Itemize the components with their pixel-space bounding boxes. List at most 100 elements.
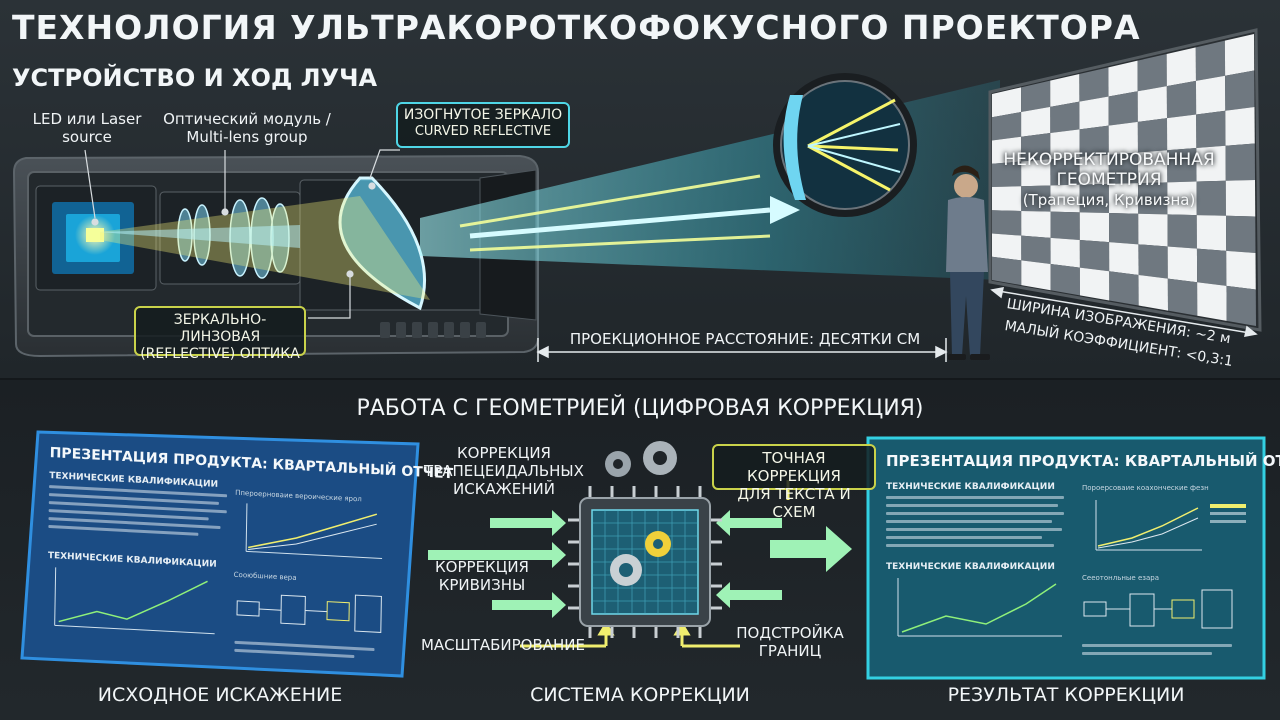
checker-cell: [1050, 129, 1080, 160]
checker-cell: [1050, 211, 1080, 240]
section-divider: [0, 378, 1280, 380]
checker-cell: [1079, 267, 1110, 301]
right-line-chart: [1095, 500, 1246, 551]
checker-cell: [1079, 154, 1109, 185]
checker-cell: [1138, 244, 1168, 279]
checker-cell: [1021, 106, 1051, 137]
caption-after: РЕЗУЛЬТАТ КОРРЕКЦИИ: [947, 684, 1185, 706]
checker-cell: [1226, 250, 1256, 290]
checker-cell: [1108, 60, 1138, 97]
checker-cell: [1108, 91, 1138, 126]
checker-cell: [1079, 96, 1109, 130]
right-diagram-caption: Сееотонльные езара: [1082, 574, 1160, 582]
checker-cell: [992, 112, 1022, 141]
checker-cell: [1138, 274, 1168, 311]
checker-cell: [1197, 282, 1227, 321]
checker-cell: [1226, 285, 1256, 326]
checker-cell: [1079, 212, 1110, 243]
projector-diagram: [12, 28, 1262, 362]
checker-cell: [992, 186, 1022, 211]
gear-icon-yellow: [645, 531, 671, 557]
distorted-slide-content: ПРЕЗЕНТАЦИЯ ПРОДУКТА: КВАРТАЛЬНЫЙ ОТЧЕТ …: [28, 426, 453, 686]
checker-cell: [1079, 67, 1109, 102]
distance-label: ПРОЕКЦИОННОЕ РАССТОЯНИЕ: ДЕСЯТКИ СМ: [569, 330, 921, 348]
left-block-diagram: [236, 594, 382, 633]
checker-cell: [1225, 180, 1256, 217]
checker-cell: [1021, 80, 1051, 113]
caption-before: ИСХОДНОЕ ИСКАЖЕНИЕ: [97, 684, 343, 706]
checker-cell: [1225, 70, 1255, 111]
checker-cell: [1167, 278, 1198, 316]
mirror-label: ИЗОГНУТОЕ ЗЕРКАЛО CURVED REFLECTIVE: [396, 102, 570, 148]
gear-icon: [610, 554, 642, 586]
checker-cell: [1225, 107, 1255, 146]
checker-cell: [992, 210, 1022, 236]
checker-cell: [1108, 152, 1139, 184]
checker-cell: [992, 256, 1022, 286]
checker-cell: [1196, 110, 1226, 148]
person-figure: [946, 165, 990, 360]
keystone-label: КОРРЕКЦИЯ ТРАПЕЦЕИДАЛЬНЫХ ИСКАЖЕНИЙ: [424, 444, 584, 498]
checker-cell: [1166, 80, 1197, 119]
checker-cell: [1021, 260, 1051, 291]
projection-screen: [988, 28, 1262, 332]
checker-cell: [1225, 143, 1255, 181]
checker-cell: [1167, 148, 1197, 183]
checker-cell: [992, 161, 1022, 187]
checker-cell: [1079, 183, 1109, 214]
checker-cell: [1108, 121, 1138, 155]
checker-cell: [1137, 150, 1168, 184]
input-arrows: [428, 510, 852, 618]
checker-cell: [1138, 182, 1168, 215]
checker-cell: [1137, 118, 1168, 153]
correction-section-title: РАБОТА С ГЕОМЕТРИЕЙ (ЦИФРОВАЯ КОРРЕКЦИЯ): [356, 396, 924, 421]
uncorrected-geometry-label: НЕКОРРЕКТИРОВАННАЯ ГЕОМЕТРИЯ (Трапеция, …: [1003, 150, 1215, 209]
checker-cell: [1050, 184, 1080, 213]
checker-cell: [1079, 240, 1110, 272]
checker-cell: [1021, 133, 1051, 162]
source-label: LED или Laser source: [32, 110, 142, 146]
right-mini-chart: [897, 578, 1062, 637]
checker-cell: [1050, 74, 1080, 107]
gears-top-icon: [605, 441, 677, 477]
left-diagram-caption: Сооюбшние вера: [233, 570, 297, 583]
checker-cell: [1196, 248, 1227, 286]
processor-chip: [568, 486, 722, 638]
checker-cell: [1137, 86, 1167, 122]
checker-cell: [1050, 237, 1080, 268]
checker-cell: [1138, 213, 1168, 247]
right-slide-title: ПРЕЗЕНТАЦИЯ ПРОДУКТА: КВАРТАЛЬНЫЙ ОТЧЕТ: [886, 452, 1280, 470]
left-mini-chart: [54, 567, 215, 635]
page-subtitle: УСТРОЙСТВО И ХОД ЛУЧА: [12, 64, 378, 92]
checker-cell: [1108, 183, 1139, 214]
checker-cell: [992, 233, 1022, 261]
checker-cell: [1021, 210, 1051, 238]
corrected-slide-content: ПРЕЗЕНТАЦИЯ ПРОДУКТА: КВАРТАЛЬНЫЙ ОТЧЕТ …: [870, 440, 1280, 676]
checker-cell: [1050, 157, 1080, 186]
corrected-slide: [866, 436, 1266, 680]
magnifier-inset: [773, 73, 917, 217]
light-source: [52, 202, 134, 274]
optics-label: Оптический модуль / Multi-lens group: [163, 110, 331, 146]
checker-cell: [1021, 159, 1051, 187]
checker-cell: [1196, 145, 1226, 182]
checker-cell: [1224, 34, 1255, 76]
curved-mirror: [338, 176, 427, 311]
checker-cell: [1050, 101, 1080, 134]
reflective-optics-label: ЗЕРКАЛЬНО-ЛИНЗОВАЯ (REFLECTIVE) ОПТИКА: [134, 306, 306, 362]
right-slide-section-2: ТЕХНИЧЕСКИЕ КВАЛИФИКАЦИИ: [886, 562, 1055, 572]
right-slide-section: ТЕХНИЧЕСКИЕ КВАЛИФИКАЦИИ: [886, 482, 1055, 492]
checker-cell: [1167, 114, 1197, 151]
checker-cell: [1021, 185, 1051, 212]
correction-diagram: [20, 430, 1266, 680]
checker-cell: [1109, 271, 1139, 306]
checker-cell: [1167, 214, 1197, 249]
border-adjust-label: ПОДСТРОЙКА ГРАНИЦ: [736, 624, 844, 660]
checker-cell: [1167, 246, 1198, 283]
checker-cell: [1195, 40, 1226, 81]
curvature-label: КОРРЕКЦИЯ КРИВИЗНЫ: [435, 558, 529, 594]
checker-cell: [1226, 215, 1256, 253]
checker-cell: [1167, 181, 1197, 216]
distorted-slide: [20, 430, 420, 678]
checker-cell: [1050, 264, 1080, 296]
